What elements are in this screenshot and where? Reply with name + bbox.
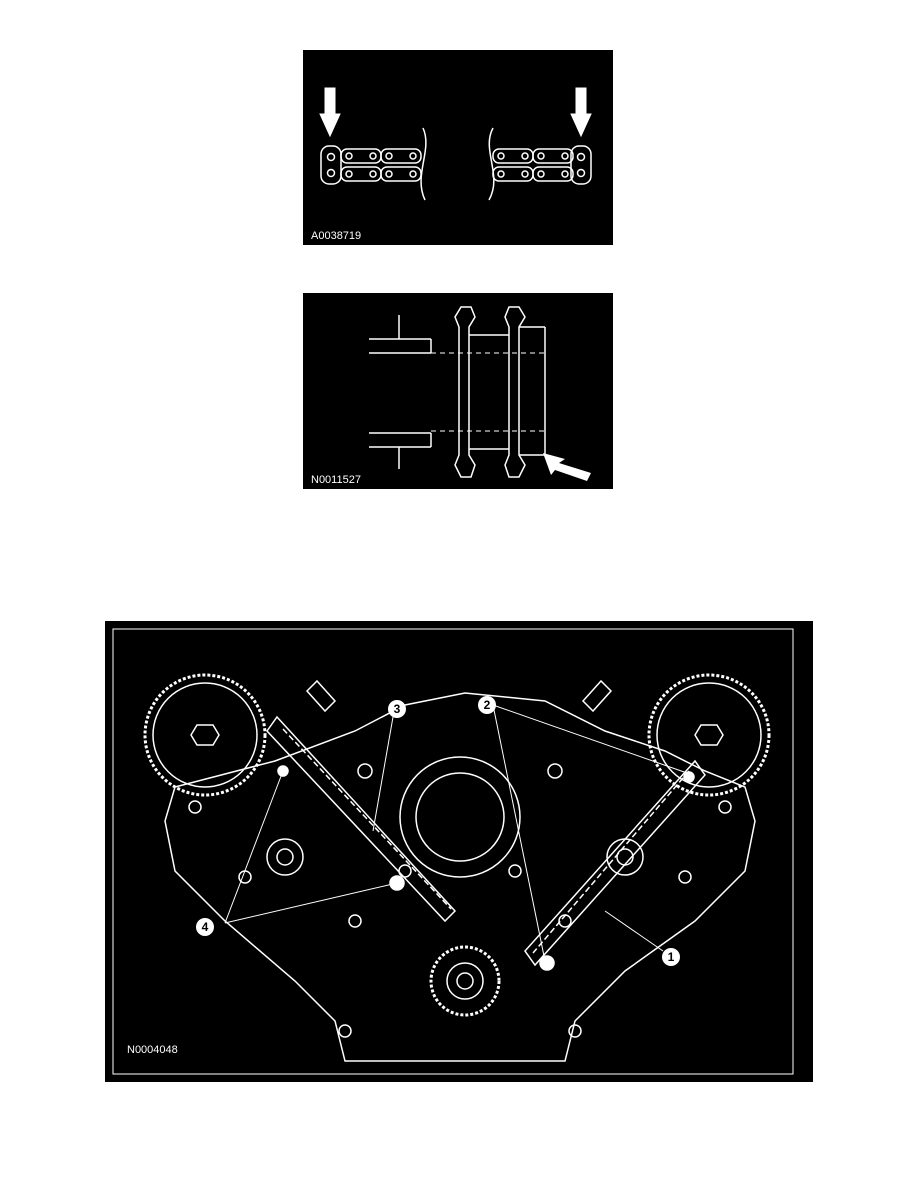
callout-3: 3	[388, 700, 406, 718]
svg-text:4: 4	[202, 920, 209, 934]
callout-leaders	[224, 704, 688, 962]
right-chain-segment	[488, 127, 592, 201]
engine-block-outline	[143, 673, 771, 1062]
callout-2: 2	[478, 696, 496, 714]
figure-code: N0011527	[311, 474, 361, 486]
right-arrow-icon	[570, 87, 592, 138]
chain-links-illustration: A0038719	[311, 87, 592, 242]
callout-4: 4	[196, 918, 214, 936]
figure-code: A0038719	[311, 230, 361, 242]
sprocket-illustration: N0011527	[311, 306, 591, 486]
svg-text:2: 2	[484, 698, 491, 712]
callout-1: 1	[662, 948, 680, 966]
figure-engine-front: 1 2 3 4 N0004048	[105, 621, 813, 1082]
left-arrow-icon	[319, 87, 341, 138]
svg-text:3: 3	[394, 702, 401, 716]
arrow-icon	[543, 453, 591, 481]
figure-chain-links: A0038719	[303, 50, 613, 245]
sprocket-centerlines	[431, 352, 545, 432]
figure-sprocket: N0011527	[303, 293, 613, 489]
figure-border	[112, 628, 794, 1075]
figure-code: N0004048	[127, 1044, 178, 1056]
engine-front-illustration: 1 2 3 4 N0004048	[112, 628, 794, 1075]
left-chain-segment	[320, 127, 427, 201]
svg-text:1: 1	[668, 950, 675, 964]
sprocket-outline	[369, 306, 546, 478]
